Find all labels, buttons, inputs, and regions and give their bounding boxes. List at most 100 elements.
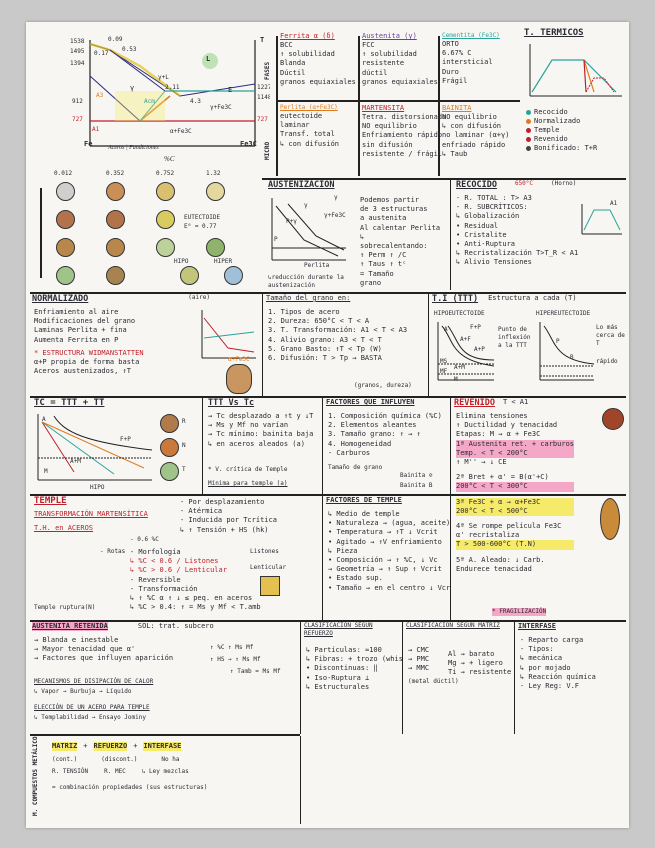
label-gamma: γ xyxy=(130,84,135,92)
ttt-note: Lo más cerca de T xyxy=(596,324,625,347)
fases-side-label: FASES xyxy=(264,61,271,80)
tc-label: HIPO xyxy=(90,484,105,491)
eleccion-line: ↳ Templabilidad → Ensayo Jominy xyxy=(34,714,146,721)
interfase-section: INTERFASE - Reparto carga - Tipos: ↳ mec… xyxy=(516,622,626,734)
widmanstatten-grain-icon xyxy=(226,364,252,394)
clas-mat-prop: Al → barato xyxy=(448,650,495,658)
revenido-tag: T < A1 xyxy=(502,398,529,406)
austenita-line: ↑ solubilidad xyxy=(362,50,417,59)
factores-note: Bainita B xyxy=(400,482,433,489)
perlita-line: laminar xyxy=(280,121,310,130)
temple-line: ↳ ↑ Tensión + HS (hk) xyxy=(180,525,269,534)
ferrita-line: Dúctil xyxy=(280,68,306,77)
separator xyxy=(30,734,300,736)
factores-line: 1. Composición química (%C) xyxy=(328,412,442,420)
interfase-line: - Tipos: xyxy=(520,645,554,654)
revenido-title: REVENIDO xyxy=(454,398,495,408)
ttt-hiper: HIPEREUTECTOIDE xyxy=(536,310,591,317)
legend-dot-icon xyxy=(526,128,531,133)
grain-circle-icon xyxy=(160,462,179,481)
tamanio-grano-section: Tamaño del grano en: 1. Tipos de acero 2… xyxy=(264,294,429,396)
legend-bonificado: Bonificado: T+R xyxy=(526,144,597,153)
temple-line: ↳ %C > 0.6 / Lenticular xyxy=(130,566,227,575)
revenido-line: 3ª Fe3C + α → α+Fe3C xyxy=(456,497,575,507)
temple-list-a: - Por desplazamiento - Atérmica - Induci… xyxy=(180,498,277,535)
austenizacion-graph xyxy=(271,198,346,261)
col-austenita: Austenita (γ) FCC ↑ solubilidad resisten… xyxy=(362,32,438,87)
temple-line: - Reversible xyxy=(130,575,181,584)
revenido-line: Elimina tensiones xyxy=(456,412,528,420)
factores-line: 3. Tamaño grano: ↑ → ↑ xyxy=(328,430,421,439)
temp-1394: 1394 xyxy=(70,60,85,67)
col-cementita: Cementita (Fe3C) ORTO 6.67% C interstici… xyxy=(442,32,518,86)
tc-label: A xyxy=(42,416,46,423)
ft-line: • Agitado → ↑V enfriamiento xyxy=(328,537,442,546)
grain-circle-icon xyxy=(160,438,179,457)
compuestos-footer: = combinación propiedades (sus estructur… xyxy=(52,784,208,791)
termicos-graph xyxy=(529,44,622,97)
ttt-note: Punto de inflexión a la TTT xyxy=(498,326,531,349)
ttt-title: T.I (TTT) xyxy=(432,294,479,304)
circle-label: 0.752 xyxy=(156,170,175,177)
grain-circle-icon xyxy=(106,266,125,285)
termicos-legend: Recocido Normalizado Temple Revenido Bon… xyxy=(526,108,597,153)
ttt-label: A+P xyxy=(474,346,485,353)
factores-title: FACTORES QUE INFLUYEN xyxy=(326,398,415,406)
aust-line: grano xyxy=(360,278,382,287)
ft-line: ↳ Pieza xyxy=(328,546,358,555)
austenizacion-list: Podemos partir de 3 estructuras a austen… xyxy=(360,196,440,288)
label-e: E xyxy=(228,86,233,94)
revenido-line: 5ª A. Aleado: ↓ Carb. xyxy=(456,555,545,564)
austenita-line: resistente xyxy=(362,59,405,68)
comp-interfase: INTERFASE xyxy=(143,742,182,751)
compuestos-section: M. COMPUESTOS METÁLICOS MATRIZ + REFUERZ… xyxy=(30,736,301,824)
normalizado-line: Aceros austenizados, ↑T xyxy=(34,367,131,376)
separator xyxy=(30,396,626,398)
revenido-line: Endurece tenacidad xyxy=(456,564,532,573)
revenido-line: 2ª Bret + α' = B(α'+C) xyxy=(456,473,549,482)
temple-line: - Atérmica xyxy=(180,507,223,516)
perlita-title: Perlita (α+Fe3C) xyxy=(280,104,338,111)
interfase-list: - Reparto carga - Tipos: ↳ mecánica ↳ po… xyxy=(520,636,596,691)
normalizado-line: Enfriamiento al aire xyxy=(34,308,119,316)
comp-matriz: MATRIZ xyxy=(52,742,78,751)
note-eutectoide: EUTECTOIDE xyxy=(184,214,221,221)
ferrita-title: Ferrita α (δ) xyxy=(280,32,335,40)
clas-mat-line: → MMC xyxy=(408,664,430,673)
ttt-label: A xyxy=(444,326,448,333)
ttt-hiper-graph xyxy=(539,322,595,381)
separator xyxy=(30,620,626,622)
curve-label: γ xyxy=(304,202,308,209)
recocido-list: - R. TOTAL : T> A3 - R. SUBCRÍTICOS: ↳ G… xyxy=(456,194,578,268)
martensita-line: resistente / frágil xyxy=(362,149,443,158)
recocido-line: - R. SUBCRÍTICOS: xyxy=(456,203,528,212)
tamanio-note: (granos, dureza) xyxy=(354,382,412,389)
col-perlita: Perlita (α+Fe3C) eutectoide laminar Tran… xyxy=(280,104,358,149)
temp-1538: 1538 xyxy=(70,38,85,45)
aust-line: = Tamaño xyxy=(360,269,394,278)
tamanio-title: Tamaño del grano en: xyxy=(266,294,351,302)
rtemp-1148: 1148 xyxy=(257,94,270,101)
rtemp-727: 727 xyxy=(257,116,268,123)
temp-912: 912 xyxy=(72,98,83,105)
grain-circle-icon xyxy=(160,414,179,433)
temple-label: Temple ruptura(N) xyxy=(34,604,96,611)
factores-temple-section: FACTORES DE TEMPLE ↳ Medio de temple • N… xyxy=(324,496,451,620)
cementita-line: intersticial xyxy=(442,58,493,67)
legend-normalizado: Normalizado xyxy=(526,117,597,126)
aret-eq2: ↑ HS → ↑ Ms Mf xyxy=(210,656,261,663)
comp-row2-item: No ha xyxy=(161,756,180,763)
martensita-line: NO equilibrio xyxy=(362,122,417,131)
interfase-line: - Reparto carga xyxy=(520,636,584,644)
recocido-axis: A1 xyxy=(610,200,618,207)
comp-017: 0.17 xyxy=(94,50,109,57)
comp-row2-item: (discont.) xyxy=(101,756,138,763)
revenido-grain-icon xyxy=(602,408,624,430)
clas-mat-line: → PMC xyxy=(408,655,430,664)
normalizado-graph xyxy=(201,310,256,359)
clas-mat-line: → CMC xyxy=(408,646,430,654)
rtemp-1227: 1227 xyxy=(257,84,270,91)
recocido-line: • Cristalite xyxy=(456,230,507,239)
ft-line: • Estado sup. xyxy=(328,574,383,583)
interfase-line: - Ley Reg: V.F xyxy=(520,682,580,691)
